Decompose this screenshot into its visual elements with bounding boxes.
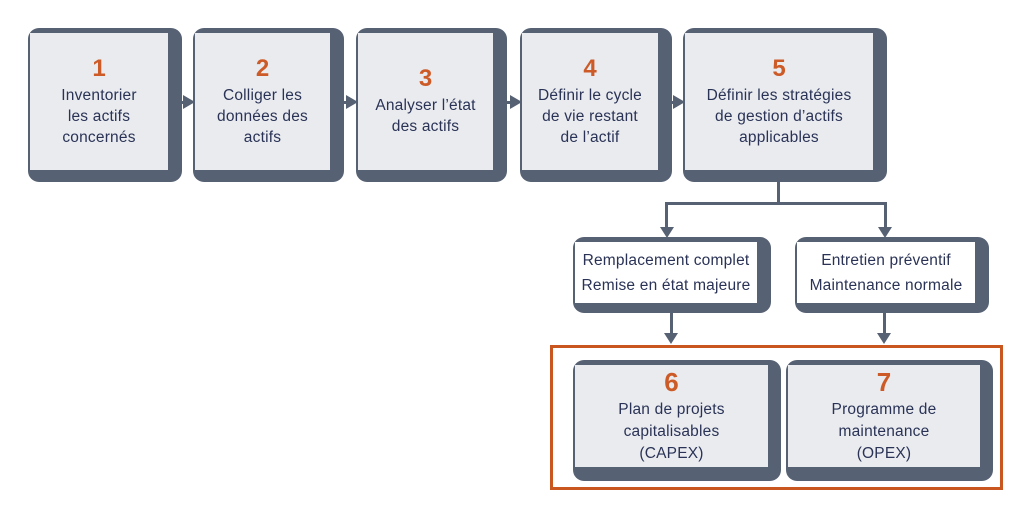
arrow-right-step2-step3-icon [346, 95, 358, 109]
arrow-down-capex-icon [664, 333, 678, 344]
step-1-number: 1 [92, 54, 106, 82]
outcome-capex-number: 6 [664, 366, 679, 397]
step-3-number: 3 [418, 65, 433, 92]
arrow-right-step3-step4-icon [510, 95, 522, 109]
arrow-right-step1-step2-icon [183, 95, 195, 109]
step-5-number: 5 [772, 54, 786, 82]
outcome-opex-number: 7 [876, 366, 892, 397]
capex-opex-frame [550, 345, 1003, 490]
connector-branch-left-line [665, 202, 668, 228]
arrow-down-strategy-right-icon [878, 227, 892, 238]
connector-branch-right-line [884, 202, 887, 228]
step-4-number: 4 [583, 54, 597, 82]
arrow-down-opex-icon [877, 333, 891, 344]
connector-branch-horizontal-line [665, 202, 887, 205]
connector-strategy-opex-line [883, 300, 886, 334]
connector-strategy-capex-line [670, 300, 673, 334]
connector-step5-drop-line [777, 160, 780, 205]
step-2-number: 2 [255, 54, 270, 82]
arrow-down-strategy-left-icon [660, 227, 674, 238]
arrow-right-step4-step5-icon [673, 95, 685, 109]
